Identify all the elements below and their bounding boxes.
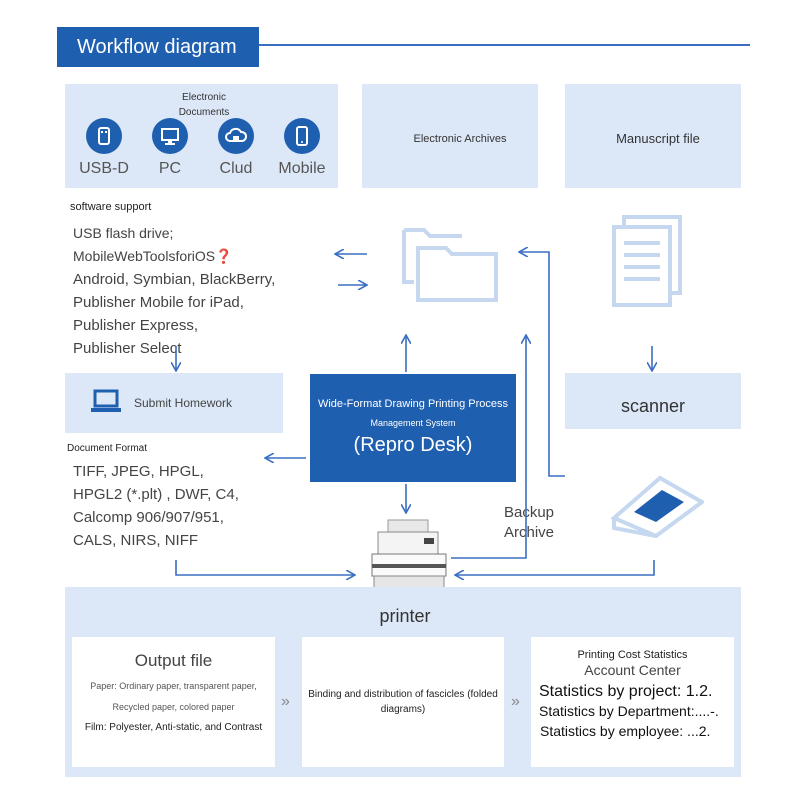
usb-d-label: USB-D — [79, 160, 129, 177]
cost-line2: Statistics by Department:....-. — [539, 703, 719, 719]
mobile-label: Mobile — [278, 160, 326, 177]
repro-line3: (Repro Desk) — [353, 434, 473, 456]
archive-line: Archive — [503, 524, 555, 541]
printer-label: printer — [379, 606, 431, 626]
cost-stats-card: Printing Cost Statistics Account Center … — [531, 637, 734, 767]
repro-line2: Management System — [370, 418, 456, 428]
software-support-label: software support — [70, 201, 152, 213]
software-support-list: USB flash drive; MobileWebToolsforiOS❓ A… — [73, 222, 335, 360]
scanner-panel — [565, 373, 741, 558]
title-divider — [259, 44, 750, 46]
format-line: HPGL2 (*.plt) , DWF, C4, — [73, 486, 239, 503]
backup-line: Backup — [503, 504, 555, 521]
document-format-list: TIFF, JPEG, HPGL, HPGL2 (*.plt) , DWF, C… — [73, 460, 283, 552]
scanner-icon — [608, 472, 704, 538]
support-line: Publisher Express, — [73, 317, 199, 334]
scanner-label: scanner — [620, 396, 686, 416]
repro-desk-box: Wide-Format Drawing Printing Process Man… — [310, 374, 516, 482]
electronic-documents-header: Electronic Documents — [178, 92, 230, 118]
format-line: Calcomp 906/907/951, — [73, 509, 224, 526]
cloud-icon-group: Clud — [206, 118, 266, 178]
usb-icon — [86, 118, 122, 154]
output-line3: Film: Polyester, Anti-static, and Contra… — [84, 722, 263, 733]
electronic-archives-card — [362, 188, 538, 344]
folder-icon — [402, 212, 498, 304]
printer-icon — [364, 518, 454, 606]
output-line1: Paper: Ordinary paper, transparent paper… — [90, 681, 257, 691]
pc-label: PC — [158, 160, 182, 177]
support-line: Publisher Select — [73, 340, 182, 357]
format-line: CALS, NIRS, NIFF — [73, 532, 199, 549]
document-icon — [612, 215, 682, 307]
diagram-title: Workflow diagram — [57, 27, 259, 67]
backup-archive-label: Backup Archive — [492, 504, 566, 541]
submit-homework-label: Submit Homework — [134, 396, 233, 410]
binding-card: Binding and distribution of fascicles (f… — [302, 637, 504, 767]
cost-line1: Statistics by project: 1.2. — [539, 683, 713, 700]
chevron-icon: » — [511, 693, 520, 710]
pc-icon-group: PC — [140, 118, 200, 178]
output-file-title: Output file — [134, 651, 213, 670]
chevron-icon: » — [281, 693, 290, 710]
support-line: USB flash drive; MobileWebToolsforiOS❓ — [73, 225, 233, 264]
format-line: TIFF, JPEG, HPGL, — [73, 463, 204, 480]
cost-title: Printing Cost Statistics — [577, 649, 688, 661]
cloud-label: Clud — [219, 160, 253, 177]
laptop-icon — [90, 388, 122, 416]
repro-line1: Wide-Format Drawing Printing Process — [317, 398, 509, 410]
binding-text: Binding and distribution of fascicles (f… — [308, 689, 498, 715]
document-format-card — [65, 433, 283, 558]
mobile-icon — [284, 118, 320, 154]
document-format-label: Document Format — [67, 443, 148, 454]
electronic-archives-label: Electronic Archives — [413, 133, 507, 145]
support-line: Publisher Mobile for iPad, — [73, 294, 244, 311]
manuscript-label: Manuscript file — [616, 131, 700, 146]
support-line: Android, Symbian, BlackBerry, — [73, 271, 276, 288]
output-file-card: Output file Paper: Ordinary paper, trans… — [72, 637, 275, 767]
mobile-icon-group: Mobile — [272, 118, 332, 178]
cost-line3: Statistics by employee: ...2. — [540, 723, 711, 739]
output-line2: Recycled paper, colored paper — [112, 702, 235, 712]
cost-subtitle: Account Center — [584, 662, 681, 678]
software-support-card — [65, 188, 338, 344]
usb-d-icon-group: USB-D — [74, 118, 134, 178]
submit-homework-panel — [65, 373, 283, 558]
cloud-icon — [218, 118, 254, 154]
pc-icon — [152, 118, 188, 154]
